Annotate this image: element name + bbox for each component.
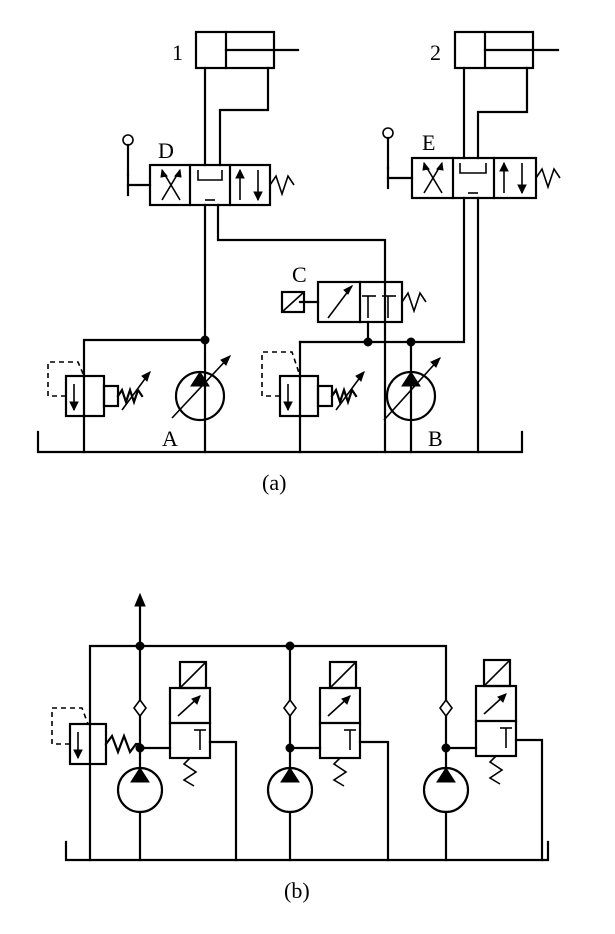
- pump-b: B: [383, 340, 443, 454]
- caption-a: (a): [262, 470, 286, 495]
- cylinder-1: 1: [172, 30, 300, 70]
- pump-unit-1: [116, 660, 238, 862]
- relief-valve-b-circuit: [51, 707, 142, 766]
- relief-valve-a: [47, 338, 207, 454]
- directional-valve-e: E: [382, 127, 561, 200]
- directional-valve-d: D: [122, 134, 295, 207]
- relief-valve-b: [261, 340, 365, 454]
- tank-a: [36, 430, 524, 454]
- diagram-a: 1 2: [36, 30, 561, 495]
- solenoid-valve-c: C: [280, 262, 427, 324]
- valve-e-label: E: [422, 130, 435, 155]
- pump-unit-2: [266, 660, 390, 862]
- pump-unit-3: [422, 658, 544, 862]
- cylinder-1-label: 1: [172, 40, 183, 65]
- pump-a: A: [162, 355, 231, 451]
- caption-b: (b): [284, 878, 310, 903]
- pump-b-label: B: [428, 426, 443, 451]
- valve-c-label: C: [292, 262, 307, 287]
- cylinder-2: 2: [430, 30, 560, 70]
- cylinder-2-label: 2: [430, 40, 441, 65]
- diagram-b: (b): [51, 592, 550, 903]
- valve-d-label: D: [158, 138, 174, 163]
- pump-a-label: A: [162, 426, 178, 451]
